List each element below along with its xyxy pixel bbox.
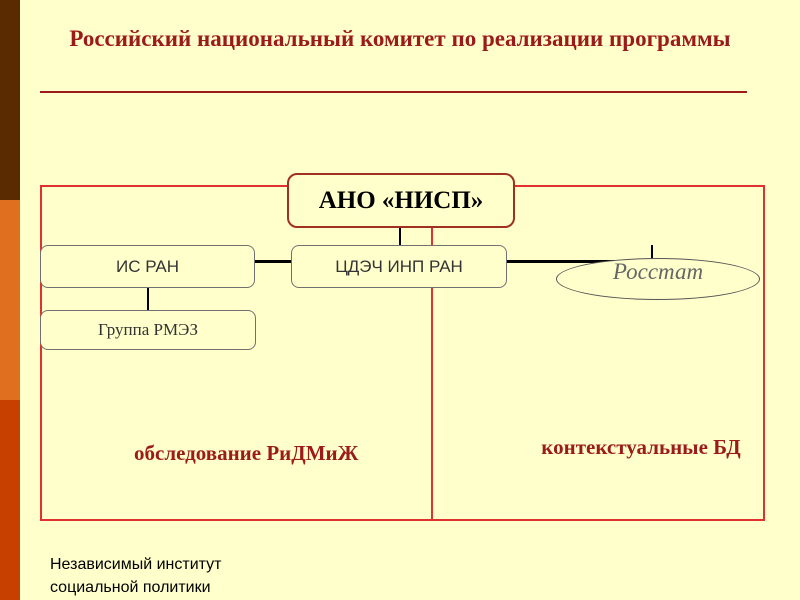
footer-institute: Независимый институт социальной политики bbox=[50, 553, 280, 599]
slide-title: Российский национальный комитет по реали… bbox=[69, 26, 731, 51]
connector-rosstat-tick bbox=[651, 245, 653, 262]
connector-ano-to-cdeh bbox=[399, 228, 401, 245]
title-underline bbox=[40, 91, 747, 93]
connector-is-to-rmez bbox=[147, 288, 149, 310]
node-is-ran: ИС РАН bbox=[40, 245, 255, 288]
node-ano-nisp: АНО «НИСП» bbox=[287, 173, 515, 228]
region-label-context-db: контекстуальные БД bbox=[541, 435, 741, 459]
connector-is-to-cdeh bbox=[255, 260, 291, 263]
side-bar-middle bbox=[0, 200, 20, 400]
region-label-survey: обследование РиДМиЖ bbox=[134, 441, 359, 465]
node-rosstat: Росстат bbox=[556, 258, 760, 300]
side-bar-bottom bbox=[0, 400, 20, 600]
node-rmez-group: Группа РМЭЗ bbox=[40, 310, 256, 350]
side-bar-top bbox=[0, 0, 20, 200]
footer-text: Независимый институт социальной политики bbox=[50, 556, 222, 596]
node-cdeh-inp-ran: ЦДЭЧ ИНП РАН bbox=[291, 245, 507, 288]
connector-cdeh-to-rosstat bbox=[507, 260, 653, 263]
diagram-frame bbox=[40, 185, 765, 521]
frame-divider bbox=[431, 185, 433, 521]
